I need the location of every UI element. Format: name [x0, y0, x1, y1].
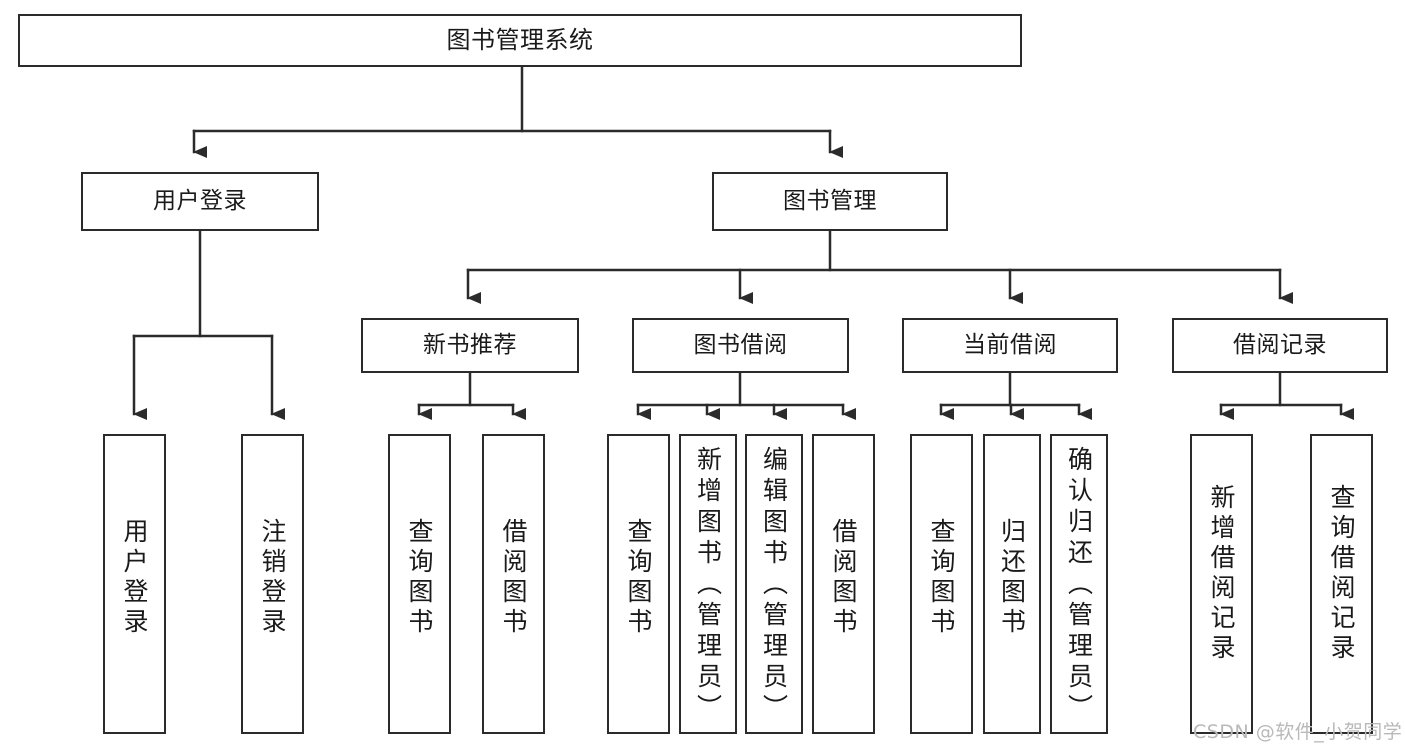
node-root[interactable]: 图书管理系统 — [18, 14, 1022, 67]
node-new-book-recommend[interactable]: 新书推荐 — [361, 318, 579, 373]
csdn-watermark: CSDN @软件_小贺同学 — [1193, 721, 1403, 743]
node-leaf-query-book-3-label: 查询图书 — [927, 518, 956, 638]
node-leaf-return-book[interactable]: 归还图书 — [983, 434, 1041, 734]
node-borrow-record-label: 借阅记录 — [1233, 331, 1327, 358]
node-leaf-return-book-label: 归还图书 — [997, 518, 1027, 638]
node-leaf-user-logout[interactable]: 注销登录 — [241, 434, 304, 734]
edge-group-new-book-recommend — [417, 371, 526, 420]
node-book-manage[interactable]: 图书管理 — [712, 172, 948, 231]
node-leaf-borrow-book-2-label: 借阅图书 — [829, 518, 858, 638]
node-leaf-add-record[interactable]: 新增借阅记录 — [1190, 434, 1253, 734]
node-leaf-confirm-return-label: 确认归还（管理员） — [1064, 446, 1094, 725]
node-user-login[interactable]: 用户登录 — [81, 172, 319, 231]
node-leaf-user-login[interactable]: 用户登录 — [103, 434, 166, 734]
node-leaf-edit-book-admin-label: 编辑图书（管理员） — [759, 446, 789, 725]
node-leaf-query-record[interactable]: 查询借阅记录 — [1310, 434, 1373, 734]
node-leaf-query-record-label: 查询借阅记录 — [1327, 484, 1356, 664]
edge-group-book-borrow — [636, 371, 856, 420]
node-leaf-borrow-book-1[interactable]: 借阅图书 — [482, 434, 545, 734]
node-leaf-add-book-admin[interactable]: 新增图书（管理员） — [679, 434, 737, 734]
node-leaf-add-record-label: 新增借阅记录 — [1207, 484, 1236, 664]
edge-group-user-login — [132, 229, 285, 420]
node-book-borrow[interactable]: 图书借阅 — [632, 318, 849, 373]
node-book-manage-label: 图书管理 — [783, 187, 877, 214]
edge-group-current-borrow — [939, 371, 1092, 420]
node-root-label: 图书管理系统 — [446, 26, 594, 55]
node-leaf-query-book-2[interactable]: 查询图书 — [607, 434, 670, 734]
node-leaf-add-book-admin-label: 新增图书（管理员） — [693, 446, 723, 725]
node-current-borrow[interactable]: 当前借阅 — [902, 318, 1118, 373]
node-leaf-query-book-1[interactable]: 查询图书 — [388, 434, 451, 734]
node-leaf-query-book-1-label: 查询图书 — [405, 518, 434, 638]
node-new-book-recommend-label: 新书推荐 — [423, 331, 517, 358]
edge-group-borrow-record — [1219, 371, 1354, 420]
node-leaf-borrow-book-1-label: 借阅图书 — [499, 518, 528, 638]
node-borrow-record[interactable]: 借阅记录 — [1172, 318, 1388, 373]
node-leaf-edit-book-admin[interactable]: 编辑图书（管理员） — [745, 434, 803, 734]
node-current-borrow-label: 当前借阅 — [963, 331, 1057, 358]
edge-group-root — [192, 65, 843, 158]
node-leaf-user-login-label: 用户登录 — [120, 518, 149, 638]
node-leaf-user-logout-label: 注销登录 — [258, 518, 287, 638]
node-leaf-query-book-2-label: 查询图书 — [624, 518, 653, 638]
node-leaf-query-book-3[interactable]: 查询图书 — [910, 434, 973, 734]
node-leaf-borrow-book-2[interactable]: 借阅图书 — [812, 434, 875, 734]
edge-group-book-manage — [466, 229, 1293, 304]
node-book-borrow-label: 图书借阅 — [693, 331, 788, 358]
node-leaf-confirm-return[interactable]: 确认归还（管理员） — [1050, 434, 1108, 734]
node-user-login-label: 用户登录 — [153, 187, 247, 214]
